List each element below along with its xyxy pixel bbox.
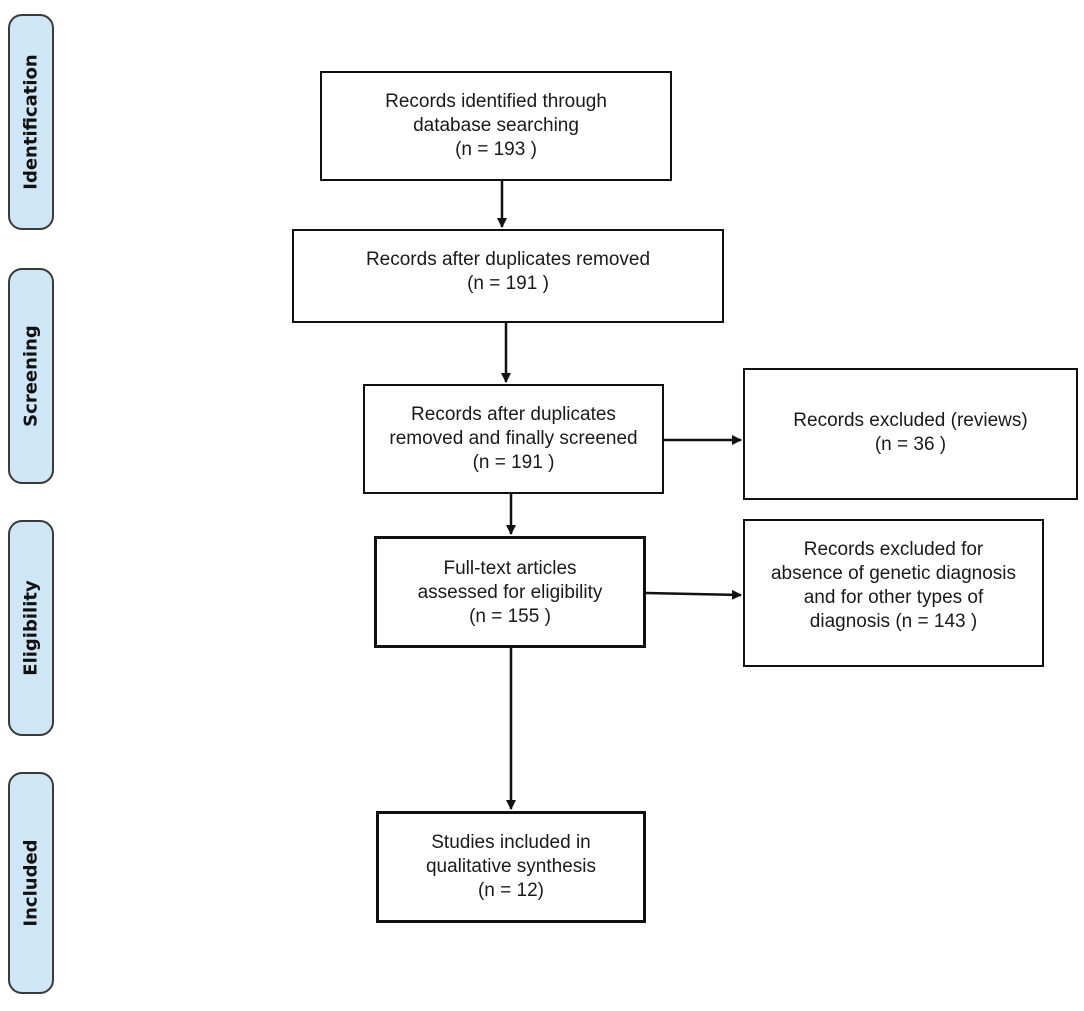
phase-included: Included	[8, 772, 54, 994]
records-excluded-reviews-box: Records excluded (reviews) (n = 36 )	[743, 368, 1078, 500]
studies-included-line-1: Studies included in	[431, 832, 591, 853]
records-screened-count: (n = 191 )	[472, 452, 555, 473]
records-identified-count: (n = 193 )	[455, 139, 537, 160]
records-after-duplicates-box: Records after duplicates removed (n = 19…	[292, 229, 724, 323]
phase-screening: Screening	[8, 268, 54, 484]
full-text-articles-line-2: assessed for eligibility	[417, 582, 603, 603]
records-excluded-genetic-line-1: Records excluded for	[803, 539, 984, 560]
records-identified-line-1: Records identified through	[385, 91, 607, 112]
records-excluded-genetic-line-3: and for other types of	[803, 587, 984, 608]
records-identified-line-2: database searching	[413, 115, 579, 136]
records-screened-box: Records after duplicates removed and fin…	[363, 384, 664, 494]
records-excluded-reviews-line-1: Records excluded (reviews)	[793, 410, 1028, 431]
studies-included-line-2: qualitative synthesis	[425, 856, 597, 877]
records-after-duplicates-line-1: Records after duplicates removed	[365, 249, 651, 270]
records-screened-line-2: removed and finally screened	[389, 428, 638, 449]
records-excluded-reviews-count: (n = 36 )	[874, 434, 947, 455]
full-text-articles-line-1: Full-text articles	[443, 558, 577, 579]
records-excluded-genetic-count: diagnosis (n = 143 )	[809, 611, 978, 632]
records-screened-line-1: Records after duplicates	[411, 404, 616, 425]
phase-identification: Identification	[8, 14, 54, 230]
records-identified-box: Records identified through database sear…	[320, 71, 672, 181]
records-excluded-genetic-line-2: absence of genetic diagnosis	[770, 563, 1017, 584]
full-text-articles-count: (n = 155 )	[469, 606, 551, 627]
arrow-full-text-to-excluded-genetic	[645, 589, 742, 600]
records-after-duplicates-count: (n = 191 )	[467, 273, 549, 294]
phase-eligibility: Eligibility	[8, 520, 54, 736]
full-text-articles-box: Full-text articles assessed for eligibil…	[374, 536, 646, 648]
studies-included-count: (n = 12)	[477, 880, 544, 901]
records-excluded-genetic-box: Records excluded for absence of genetic …	[743, 519, 1044, 667]
studies-included-box: Studies included in qualitative synthesi…	[376, 811, 646, 923]
